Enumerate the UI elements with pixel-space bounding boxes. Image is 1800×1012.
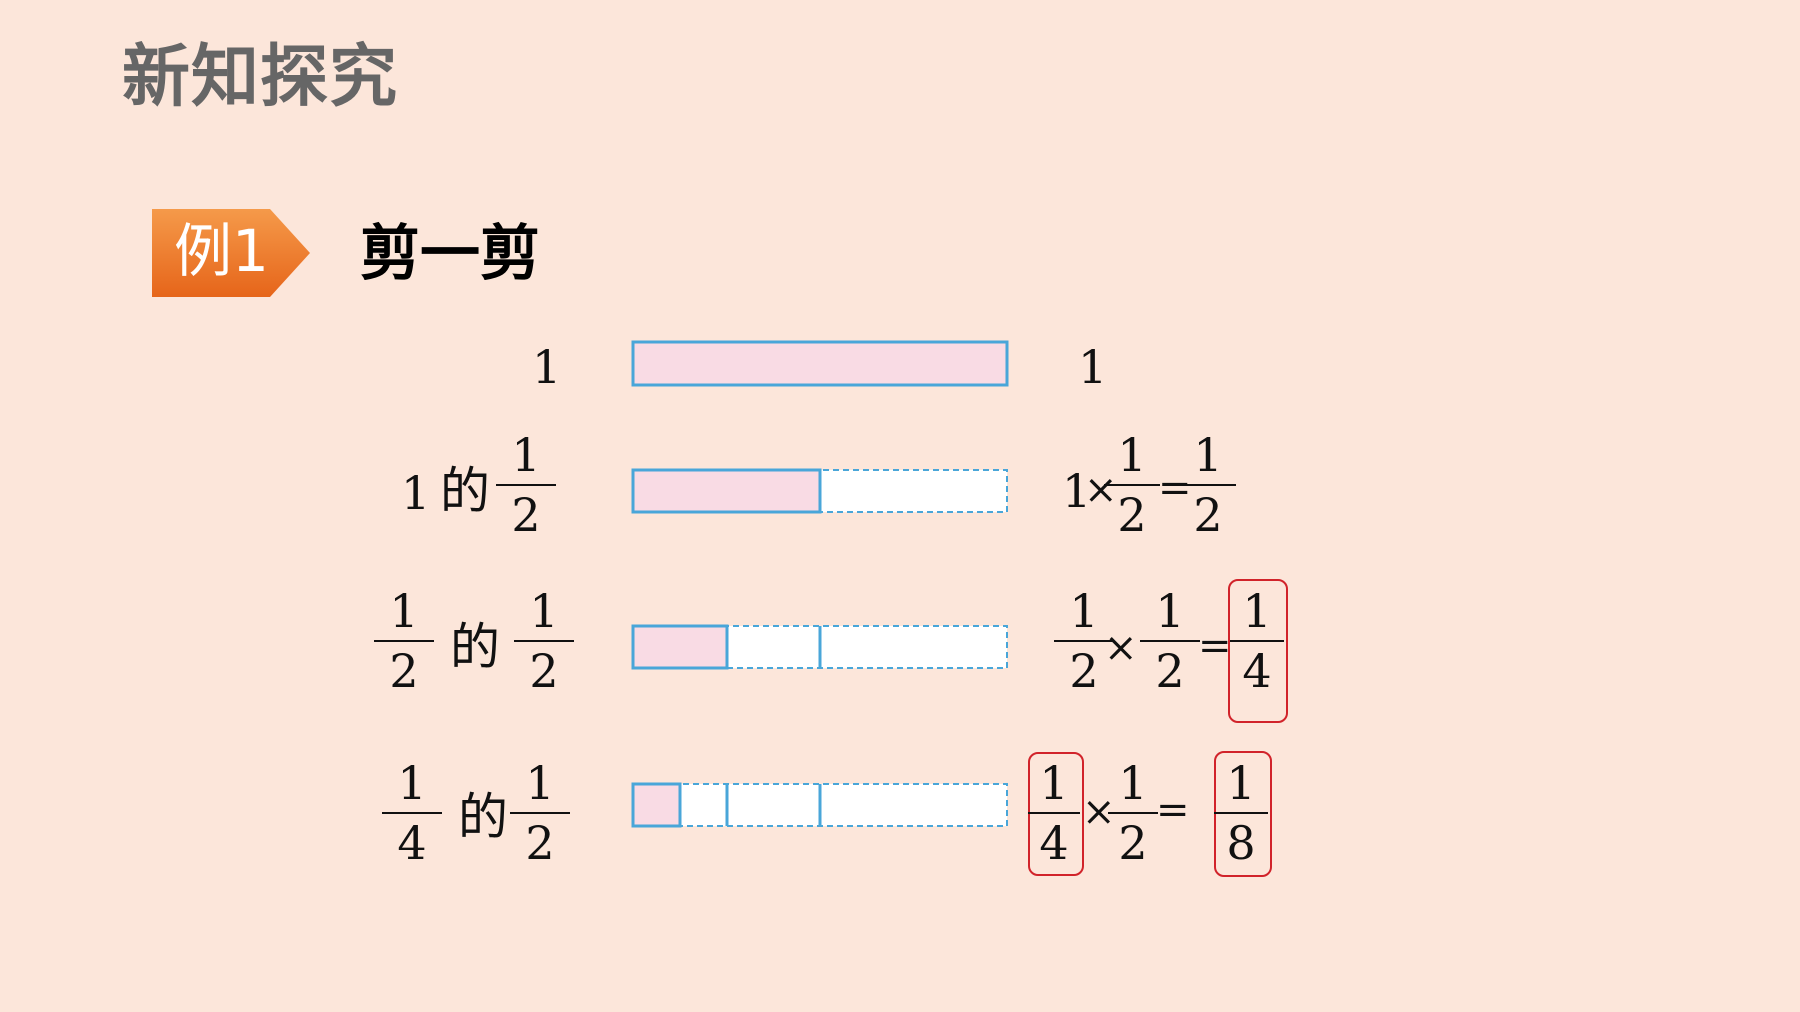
numerator: 1 [397, 756, 427, 810]
row1-left-label: 1 [532, 340, 562, 394]
example-badge [152, 209, 310, 297]
fraction-bar [1214, 812, 1268, 814]
row2-times: × [1084, 467, 1118, 513]
row3-left-fraction-b: 1 2 [514, 588, 574, 694]
bar-whole [631, 340, 1009, 387]
row4-equals: = [1156, 787, 1190, 833]
fraction-bar [1028, 812, 1080, 814]
row4-left-fraction-a: 1 4 [382, 760, 442, 866]
row2-left-whole: 1 [401, 466, 431, 520]
numerator: 1 [1069, 584, 1099, 638]
row3-factor-fraction-2: 1 2 [1140, 588, 1200, 694]
numerator: 1 [1118, 756, 1148, 810]
numerator: 1 [1117, 428, 1147, 482]
denominator: 2 [1069, 644, 1099, 698]
row3-result-highlight-box [1228, 579, 1288, 723]
bar-quarter [631, 624, 1008, 670]
fraction-bar [1230, 640, 1284, 642]
fraction-bar [514, 640, 574, 642]
fraction-bar [496, 484, 556, 486]
row4-de: 的 [458, 788, 508, 846]
fraction-bar [1104, 484, 1160, 486]
example-badge-label: 例1 [174, 217, 269, 285]
denominator: 2 [389, 644, 419, 698]
fraction-bar [1054, 640, 1114, 642]
row3-left-fraction-a: 1 2 [374, 588, 434, 694]
row2-factor-fraction: 1 2 [1104, 432, 1160, 538]
row4-factor-fraction-2: 1 2 [1108, 760, 1158, 866]
numerator: 1 [511, 428, 541, 482]
row3-result-fraction: 1 4 [1230, 588, 1284, 694]
row2-result-fraction: 1 2 [1180, 432, 1236, 538]
fraction-bar [374, 640, 434, 642]
page-title: 新知探究 [122, 38, 399, 117]
denominator: 4 [397, 816, 427, 870]
row4-result-highlight-box [1214, 751, 1272, 877]
bar-eighth [631, 782, 1008, 828]
numerator: 1 [525, 756, 555, 810]
fraction-bar [1180, 484, 1236, 486]
row4-result-fraction: 1 8 [1214, 760, 1268, 866]
row2-left-fraction: 1 2 [496, 432, 556, 538]
denominator: 2 [1117, 488, 1147, 542]
section-title: 剪一剪 [360, 219, 540, 289]
numerator: 1 [1193, 428, 1223, 482]
row3-equals: = [1198, 623, 1232, 669]
row4-factor-fraction-1: 1 4 [1028, 760, 1080, 866]
row2-equals: = [1158, 465, 1192, 511]
numerator: 1 [1039, 756, 1069, 810]
numerator: 1 [1242, 584, 1272, 638]
numerator: 1 [529, 584, 559, 638]
numerator: 1 [389, 584, 419, 638]
row4-factor-highlight-box [1028, 752, 1084, 876]
denominator: 4 [1039, 816, 1069, 870]
denominator: 2 [1193, 488, 1223, 542]
row3-de: 的 [450, 618, 500, 676]
fraction-bar [382, 812, 442, 814]
numerator: 1 [1155, 584, 1185, 638]
bar-half [631, 468, 1008, 514]
fraction-bar [1140, 640, 1200, 642]
row2-de: 的 [440, 462, 490, 520]
denominator: 2 [1155, 644, 1185, 698]
denominator: 2 [1118, 816, 1148, 870]
row3-factor-fraction-1: 1 2 [1054, 588, 1114, 694]
denominator: 2 [525, 816, 555, 870]
numerator: 1 [1226, 756, 1256, 810]
row1-right-label: 1 [1078, 340, 1108, 394]
row2-eq-whole: 1 [1062, 464, 1092, 518]
fraction-bar [510, 812, 570, 814]
denominator: 4 [1242, 644, 1272, 698]
denominator: 2 [529, 644, 559, 698]
row4-left-fraction-b: 1 2 [510, 760, 570, 866]
row3-times: × [1104, 625, 1138, 671]
denominator: 8 [1226, 816, 1256, 870]
denominator: 2 [511, 488, 541, 542]
fraction-bar [1108, 812, 1158, 814]
